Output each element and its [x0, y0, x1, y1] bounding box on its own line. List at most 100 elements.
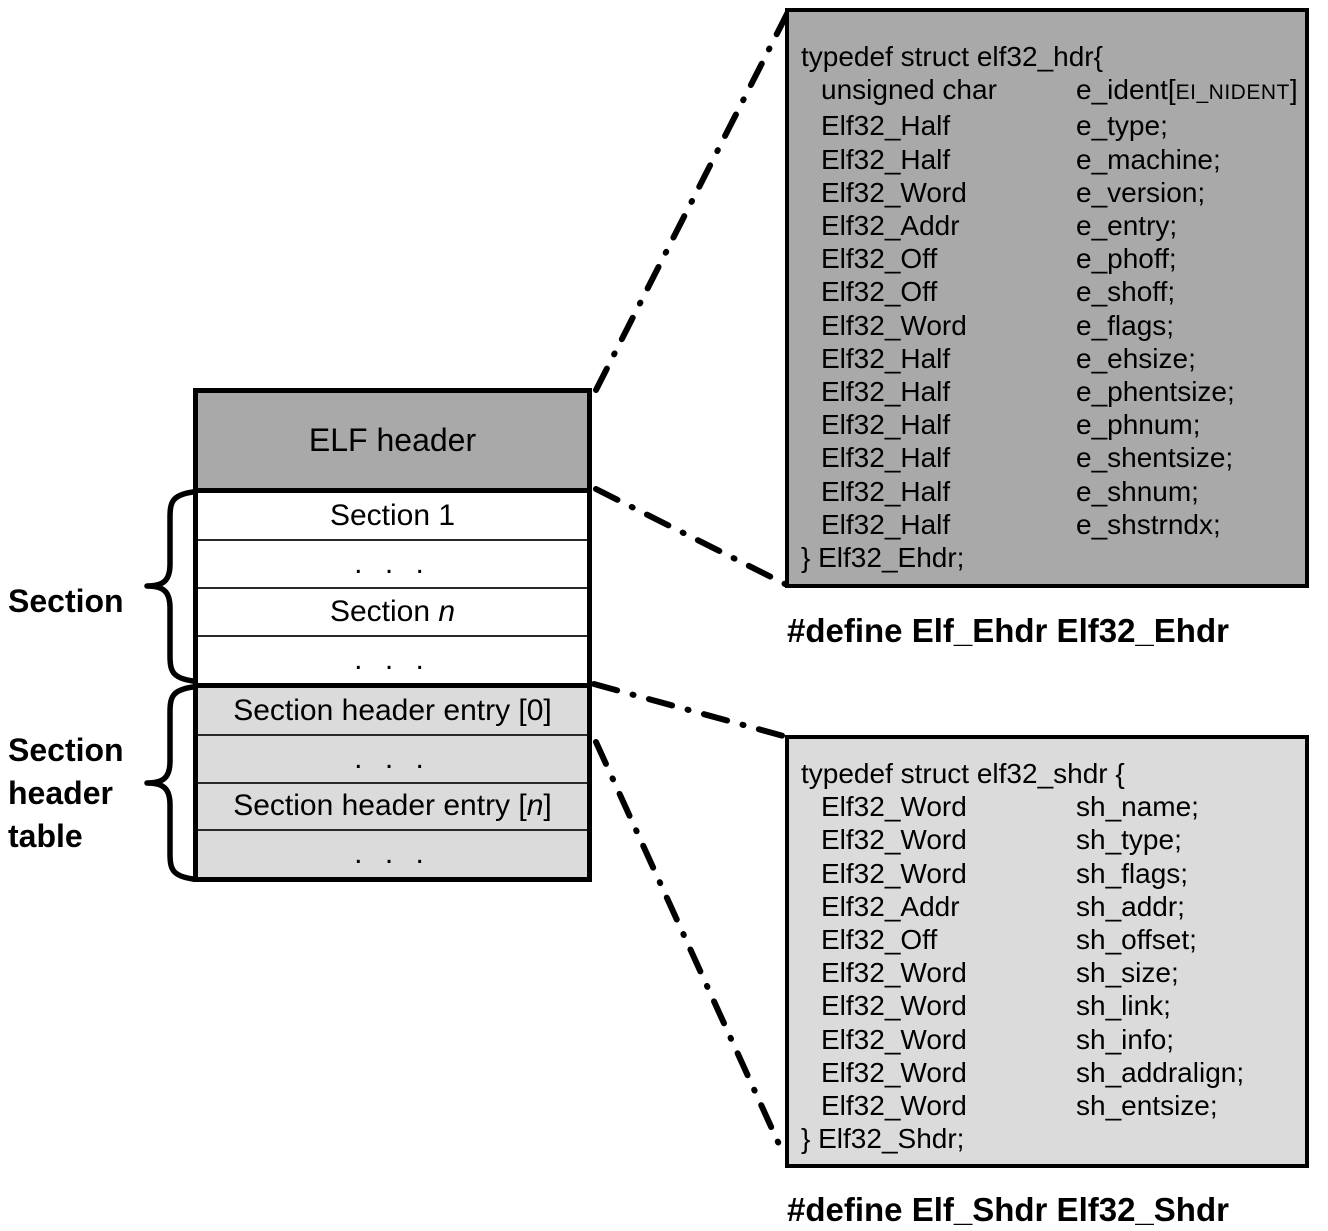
member-type: Elf32_Half: [821, 409, 951, 441]
member-name: e_shstrndx;: [1076, 508, 1221, 540]
struct-member: Elf32_Half e_phnum;: [801, 408, 1305, 441]
member-type: Elf32_Half: [821, 508, 951, 540]
member-name: e_shentsize;: [1076, 442, 1234, 474]
row-text: Section 1: [329, 499, 456, 532]
member-name: e_machine;: [1076, 143, 1221, 175]
section-header-row-ellipsis: . . .: [198, 733, 587, 782]
section-header-row: Section header entry [n]: [198, 781, 587, 830]
member-name: sh_name;: [1076, 791, 1199, 823]
member-type: unsigned char: [821, 74, 997, 106]
struct-member: Elf32_Off sh_offset;: [801, 923, 1305, 956]
member-type: Elf32_Half: [821, 442, 951, 474]
member-name-text: ]: [1289, 74, 1298, 106]
struct-member: Elf32_Word sh_addralign;: [801, 1056, 1305, 1089]
member-name: e_shnum;: [1076, 475, 1199, 507]
member-name-small: EI_NIDENT: [1175, 81, 1290, 105]
member-name: sh_offset;: [1076, 924, 1197, 956]
row-text: . . .: [354, 837, 431, 871]
elf-header-row: ELF header: [198, 393, 587, 493]
ehdr-close-line: } Elf32_Ehdr;: [801, 542, 965, 574]
row-text-italic: n: [438, 595, 456, 628]
struct-member: Elf32_Word e_flags;: [801, 309, 1305, 342]
row-text-italic: n: [526, 789, 544, 823]
row-text: Section header entry [0]: [233, 693, 552, 727]
member-name: e_shoff;: [1076, 276, 1176, 308]
row-text: ]: [543, 789, 552, 823]
member-type: Elf32_Off: [821, 243, 938, 275]
struct-member: Elf32_Off e_phoff;: [801, 242, 1305, 275]
struct-member: Elf32_Word sh_info;: [801, 1023, 1305, 1056]
member-name: sh_size;: [1076, 957, 1179, 989]
struct-member: unsigned char e_ident[EI_NIDENT]: [801, 73, 1305, 109]
struct-member: Elf32_Word sh_link;: [801, 989, 1305, 1022]
member-name: e_phnum;: [1076, 409, 1201, 441]
struct-member: Elf32_Half e_shstrndx;: [801, 508, 1305, 541]
row-text: . . .: [354, 741, 431, 775]
member-name: sh_link;: [1076, 990, 1171, 1022]
connector-line-shdr-top: [591, 681, 790, 740]
member-type: Elf32_Word: [821, 857, 967, 889]
sections-region: Section 1 . . . Section n . . .: [198, 493, 587, 688]
member-name: e_ehsize;: [1076, 342, 1196, 374]
member-name: sh_addralign;: [1076, 1056, 1245, 1088]
section-header-table-label-line: table: [8, 818, 83, 854]
member-type: Elf32_Half: [821, 342, 951, 374]
member-type: Elf32_Off: [821, 276, 938, 308]
member-type: Elf32_Word: [821, 824, 967, 856]
connector-line-ehdr-bottom: [593, 486, 792, 589]
connector-line-shdr-bottom: [593, 739, 786, 1156]
member-name: e_version;: [1076, 176, 1206, 208]
member-name: sh_info;: [1076, 1023, 1175, 1055]
row-text: . . .: [354, 643, 431, 676]
section-header-table-label-line: header: [8, 775, 113, 811]
member-name: sh_type;: [1076, 824, 1182, 856]
member-type: Elf32_Word: [821, 957, 967, 989]
member-type: Elf32_Word: [821, 990, 967, 1022]
elf-header-label: ELF header: [308, 422, 477, 458]
section-label-text: Section: [8, 583, 124, 619]
member-type: Elf32_Half: [821, 376, 951, 408]
struct-member: Elf32_Word sh_size;: [801, 956, 1305, 989]
row-text: . . .: [354, 547, 431, 580]
member-type: Elf32_Word: [821, 1023, 967, 1055]
struct-member: Elf32_Off e_shoff;: [801, 275, 1305, 308]
section-row-ellipsis: . . .: [198, 539, 587, 587]
member-type: Elf32_Word: [821, 1090, 967, 1122]
ehdr-define: #define Elf_Ehdr Elf32_Ehdr: [787, 612, 1229, 649]
member-name-text: e_ident[: [1076, 74, 1176, 106]
brace-section-header-table: [144, 684, 196, 882]
row-text: Section: [329, 595, 439, 628]
member-name: e_type;: [1076, 110, 1168, 142]
connector-line-ehdr-top: [593, 7, 792, 393]
shdr-open-line: typedef struct elf32_shdr {: [801, 758, 1125, 789]
section-header-table-label: Section header table: [8, 729, 124, 858]
member-name: e_phoff;: [1076, 243, 1177, 275]
section-row: Section 1: [198, 493, 587, 539]
struct-member: Elf32_Word sh_type;: [801, 823, 1305, 856]
section-header-row: Section header entry [0]: [198, 688, 587, 734]
member-type: Elf32_Off: [821, 924, 938, 956]
shdr-define: #define Elf_Shdr Elf32_Shdr: [787, 1191, 1229, 1228]
ehdr-open-line: typedef struct elf32_hdr{: [801, 41, 1103, 72]
section-row: Section n: [198, 587, 587, 635]
section-header-table-region: Section header entry [0] . . . Section h…: [198, 688, 587, 877]
struct-member: Elf32_Half e_ehsize;: [801, 342, 1305, 375]
member-type: Elf32_Word: [821, 309, 967, 341]
member-type: Elf32_Word: [821, 1056, 967, 1088]
elf-file-stack: ELF header Section 1 . . . Section n . .…: [193, 388, 592, 882]
member-name: e_flags;: [1076, 309, 1175, 341]
member-type: Elf32_Addr: [821, 890, 960, 922]
row-text: Section header entry [: [233, 789, 527, 823]
